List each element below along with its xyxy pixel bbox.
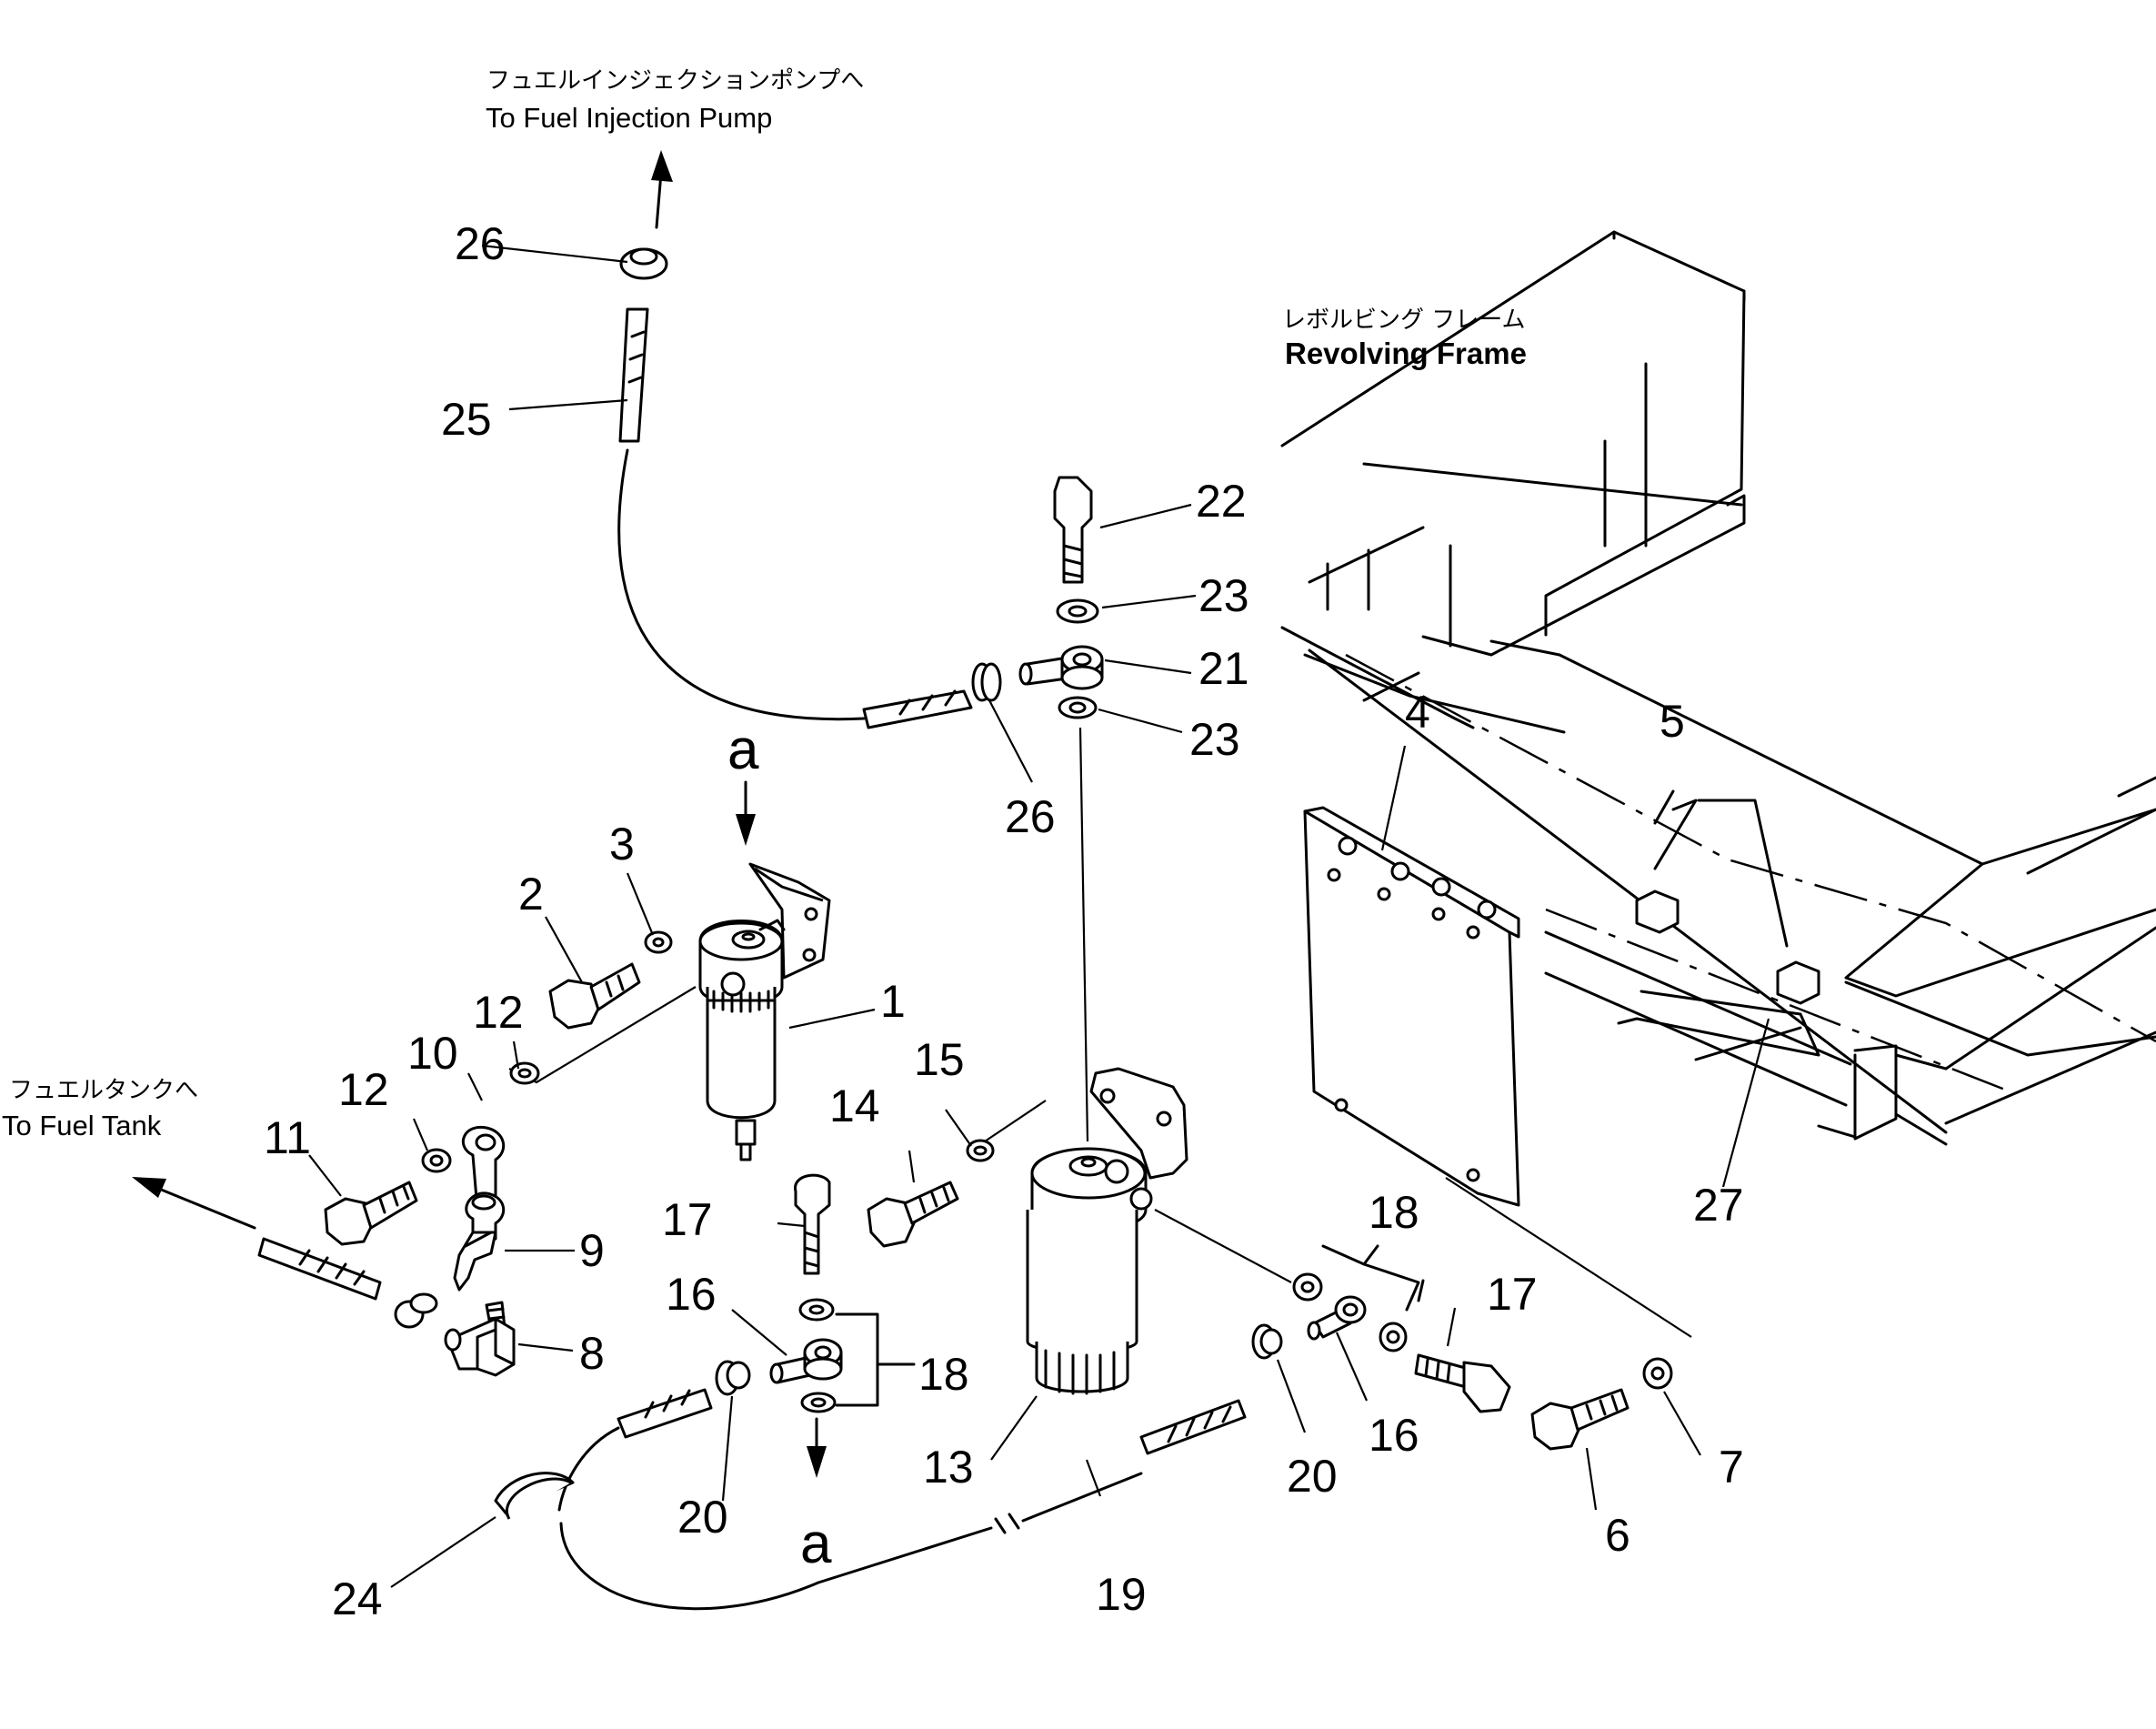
- left-fittings: [132, 930, 1047, 1377]
- part-number: 22: [1196, 476, 1247, 527]
- to-tank-label-en: To Fuel Tank: [2, 1110, 162, 1141]
- revolving-frame: [1280, 230, 2156, 1146]
- part-number: 11: [264, 1112, 311, 1163]
- part-number-labels: 26 25 22 23 21 23 26 3 2 1 12 10 12 11 9…: [264, 218, 1744, 1624]
- part-number: 9: [579, 1225, 605, 1276]
- part-number: 24: [332, 1573, 383, 1624]
- part-number: 12: [338, 1064, 389, 1115]
- part-number: 20: [677, 1492, 728, 1543]
- part-number: 2: [518, 869, 544, 920]
- part-number: 12: [473, 987, 524, 1038]
- leader-lines: [308, 244, 1789, 1588]
- part-number: 8: [579, 1328, 605, 1379]
- lower-fittings: [494, 1173, 1692, 1611]
- view-mark-a-top: a: [727, 719, 759, 781]
- part-number: 16: [1369, 1410, 1419, 1461]
- part-number: 15: [914, 1034, 965, 1085]
- part-number: 19: [1096, 1569, 1147, 1620]
- part-number: 10: [407, 1028, 458, 1079]
- part-number: 26: [455, 218, 506, 269]
- to-pump-label-en: To Fuel Injection Pump: [486, 102, 772, 134]
- mounting-plate: [1303, 806, 1520, 1207]
- banjo-fitting-upper: [1018, 476, 1104, 1142]
- part-number: 18: [1369, 1187, 1419, 1238]
- part-number: 1: [880, 976, 906, 1027]
- fuel-filter-large: [1026, 1067, 1188, 1395]
- part-number: 13: [923, 1442, 974, 1493]
- part-number: 7: [1719, 1442, 1744, 1493]
- callout-texts: フュエルインジェクションポンプへ To Fuel Injection Pump …: [2, 67, 1527, 1575]
- part-number: 25: [441, 394, 492, 445]
- part-number: 17: [662, 1194, 713, 1245]
- part-number: 26: [1005, 791, 1056, 842]
- part-number: 5: [1660, 696, 1685, 747]
- part-number: 27: [1693, 1180, 1744, 1231]
- to-pump-label-jp: フュエルインジェクションポンプへ: [486, 67, 864, 95]
- frame-label-en: Revolving Frame: [1285, 337, 1527, 370]
- part-number: 6: [1605, 1510, 1630, 1561]
- part-number: 4: [1405, 687, 1430, 738]
- frame-blocks: [1635, 890, 1820, 1061]
- part-number: 14: [829, 1081, 880, 1131]
- part-number: 23: [1189, 714, 1240, 765]
- upper-fuel-hose: [617, 150, 1002, 729]
- part-number: 23: [1198, 570, 1249, 621]
- view-mark-a-bottom: a: [800, 1513, 832, 1575]
- to-tank-label-jp: フュエルタンクへ: [9, 1077, 198, 1104]
- part-number: 17: [1487, 1269, 1538, 1320]
- part-number: 3: [609, 819, 635, 870]
- part-number: 16: [666, 1269, 717, 1320]
- part-number: 21: [1198, 643, 1249, 694]
- frame-label-jp: レボルビング フレーム: [1282, 307, 1526, 334]
- part-number: 18: [918, 1349, 969, 1400]
- fuel-filter-small: [698, 862, 831, 1161]
- part-number: 20: [1287, 1451, 1338, 1502]
